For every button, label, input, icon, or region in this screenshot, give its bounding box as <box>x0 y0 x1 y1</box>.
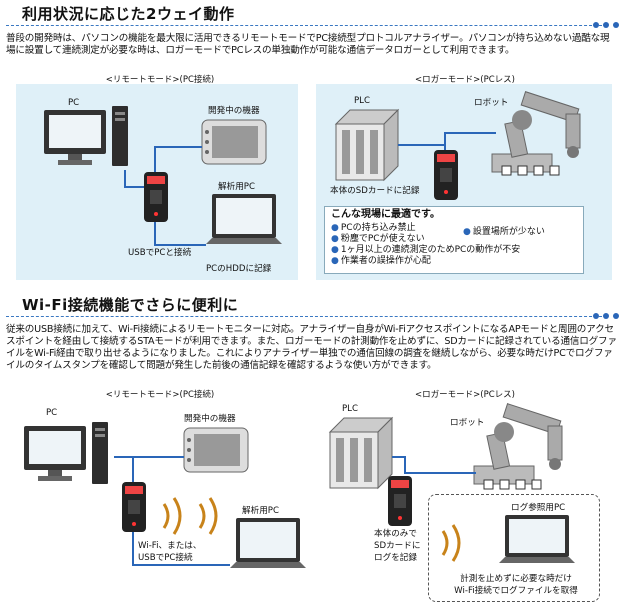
logger2-analyzer-icon <box>388 476 412 526</box>
section1-paragraph: 普段の開発時は、パソコンの機能を最大限に活用できるリモートモードでPC接続型プロ… <box>6 33 610 56</box>
robot2-label: ロボット <box>450 418 485 428</box>
section2-remote-area: PC 開発中の機器 解析用PC Wi-Fi、または、 USBでPC接続 <box>10 400 310 605</box>
analysis-pc2-icon <box>230 518 306 568</box>
wifi-waves-icon <box>162 497 218 535</box>
best-for-item: ●PCの持ち込み禁止 <box>331 223 416 233</box>
device2-icon <box>183 427 249 473</box>
best-for-item: ●作業者の誤操作が心配 <box>331 256 431 266</box>
section1-title: 利用状況に応じた2ウェイ動作 <box>22 5 235 23</box>
device-under-development-icon <box>201 119 267 165</box>
analyzer-icon <box>144 172 168 222</box>
analysis-pc-label: 解析用PC <box>218 182 255 192</box>
plc2-label: PLC <box>342 404 358 414</box>
section2-rule <box>6 316 602 317</box>
robot-label: ロボット <box>474 98 509 108</box>
log-pc-icon <box>499 515 575 563</box>
section1-dots <box>593 22 619 28</box>
sd2-label: 本体のみで SDカードに ログを記録 <box>374 529 421 563</box>
best-for-title: こんな現場に最適です。 <box>331 209 440 220</box>
sd-label: 本体のSDカードに記録 <box>330 186 420 196</box>
analysis-pc-icon <box>206 194 282 244</box>
device-label: 開発中の機器 <box>208 106 260 116</box>
best-for-box: こんな現場に最適です。 ●PCの持ち込み禁止 ●設置場所が少ない ●粉塵でPCが… <box>324 206 584 274</box>
log-pc-box: ログ参照用PC 計測を止めずに必要な時だけ Wi-Fi接続でログファイルを取得 <box>428 494 600 602</box>
plc-icon <box>334 108 400 182</box>
best-for-item: ●1ヶ月以上の連続測定のためPCの動作が不安 <box>331 245 521 255</box>
section1-remote-panel: PC 開発中の機器 USBでPCと接続 解析用PC PCのHDDに記録 <box>16 84 298 280</box>
analyzer2-icon <box>122 482 146 532</box>
log-pc-bottom-label: 計測を止めずに必要な時だけ Wi-Fi接続でログファイルを取得 <box>454 574 578 596</box>
wifi-waves2-icon <box>441 524 461 562</box>
pc2-icon <box>24 422 108 484</box>
robot-icon <box>491 91 581 173</box>
section1-rule <box>6 25 602 26</box>
section2-logger-caption: <ロガーモード>(PCレス) <box>415 390 515 400</box>
plc2-icon <box>328 416 394 490</box>
log-pc-label: ログ参照用PC <box>511 503 566 513</box>
robot2-targets-icon <box>483 479 542 490</box>
pc-label: PC <box>68 98 80 108</box>
robot2-icon <box>473 403 563 485</box>
section2-logger-area: PLC ロボット 本体のみで SDカードに ログを記録 ログ参 <box>320 400 620 605</box>
device2-label: 開発中の機器 <box>184 414 236 424</box>
section2-title: Wi-Fi接続機能でさらに便利に <box>22 296 239 314</box>
usb-label: USBでPCと接続 <box>128 248 192 258</box>
best-for-item: ●設置場所が少ない <box>463 227 545 237</box>
section1-logger-caption: <ロガーモード>(PCレス) <box>415 75 515 85</box>
pc-icon <box>44 106 128 166</box>
best-for-item: ●粉塵でPCが使えない <box>331 234 425 244</box>
section2-paragraph: 従来のUSB接続に加えて、Wi-Fi接続によるリモートモニターに対応。アナライザ… <box>6 324 617 371</box>
section1-logger-panel: PLC ロボット 本体のSDカードに記録 こんな現場に最適です。 ●PCの持ち込… <box>316 84 612 280</box>
section1-remote-caption: <リモートモード>(PC接続) <box>105 75 215 85</box>
wifi-usb-label: Wi-Fi、または、 USBでPC接続 <box>138 541 202 563</box>
section2-remote-caption: <リモートモード>(PC接続) <box>105 390 215 400</box>
analysis-pc2-label: 解析用PC <box>242 506 279 516</box>
logger-analyzer-icon <box>434 150 458 200</box>
robot-targets-icon <box>501 165 560 176</box>
section2-dots <box>593 313 619 319</box>
plc-label: PLC <box>354 96 370 106</box>
hdd-label: PCのHDDに記録 <box>206 264 272 274</box>
pc2-label: PC <box>46 408 58 418</box>
